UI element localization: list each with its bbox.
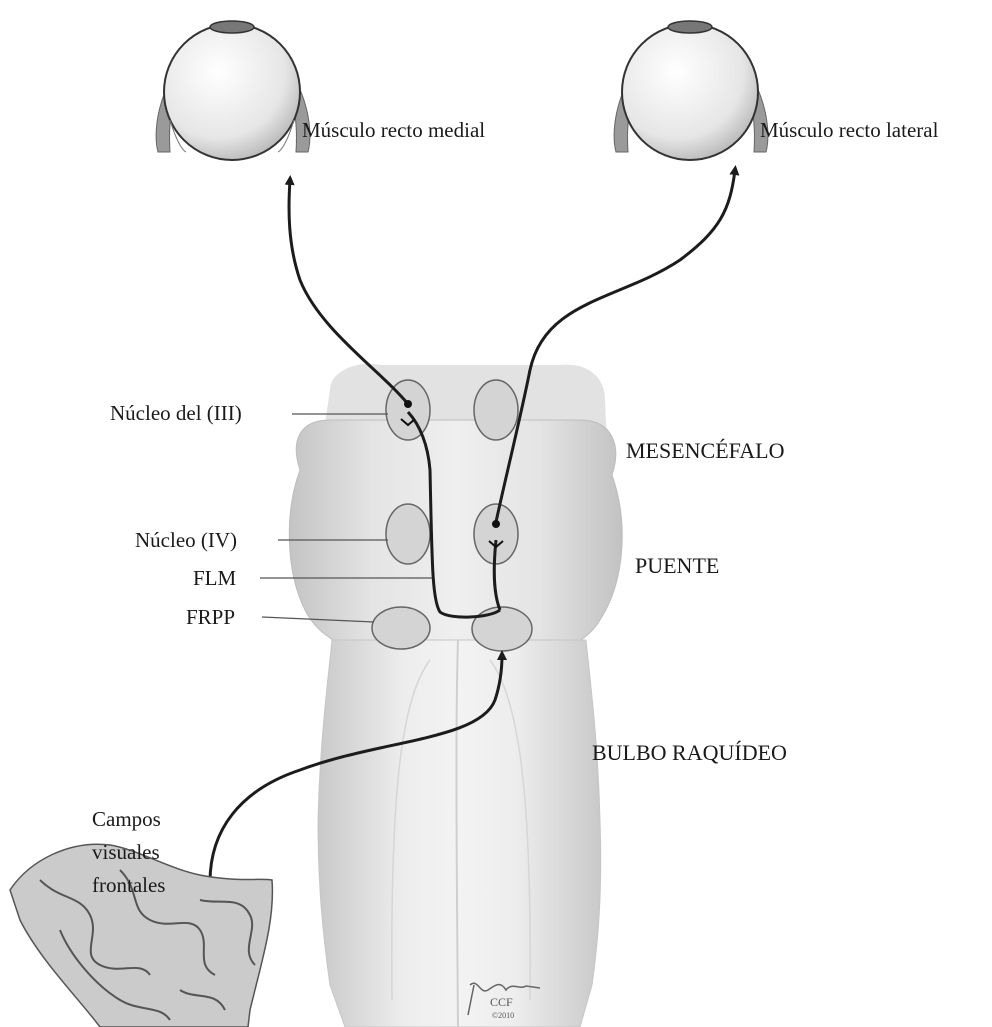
right-eyeball: [614, 21, 768, 160]
frpp-right: [472, 607, 532, 651]
label-fef-line3: frontales: [92, 873, 165, 897]
left-eyeball: [156, 21, 310, 160]
label-nucleus-iv: Núcleo (IV): [135, 528, 237, 552]
signature-mark: CCF: [490, 995, 513, 1009]
signature-year: ©2010: [492, 1011, 514, 1020]
label-fef-line2: visuales: [92, 840, 160, 864]
label-medulla: BULBO RAQUÍDEO: [592, 740, 787, 765]
label-nucleus-iii: Núcleo del (III): [110, 401, 242, 425]
nucleus-vi-neuron-dot: [492, 520, 500, 528]
label-pons: PUENTE: [635, 553, 719, 578]
label-fef-line1: Campos: [92, 807, 161, 831]
nucleus-iv-left: [386, 504, 430, 564]
nucleus-iii-neuron-dot: [404, 400, 412, 408]
label-medial-rectus: Músculo recto medial: [302, 118, 485, 142]
label-flm: FLM: [193, 566, 237, 590]
brainstem: [289, 364, 622, 1027]
label-midbrain: MESENCÉFALO: [626, 438, 785, 463]
frontal-cortex: [10, 844, 272, 1027]
label-lateral-rectus: Músculo recto lateral: [760, 118, 939, 142]
label-frpp: FRPP: [186, 605, 235, 629]
frpp-left: [372, 607, 430, 649]
nucleus-iii-right: [474, 380, 518, 440]
